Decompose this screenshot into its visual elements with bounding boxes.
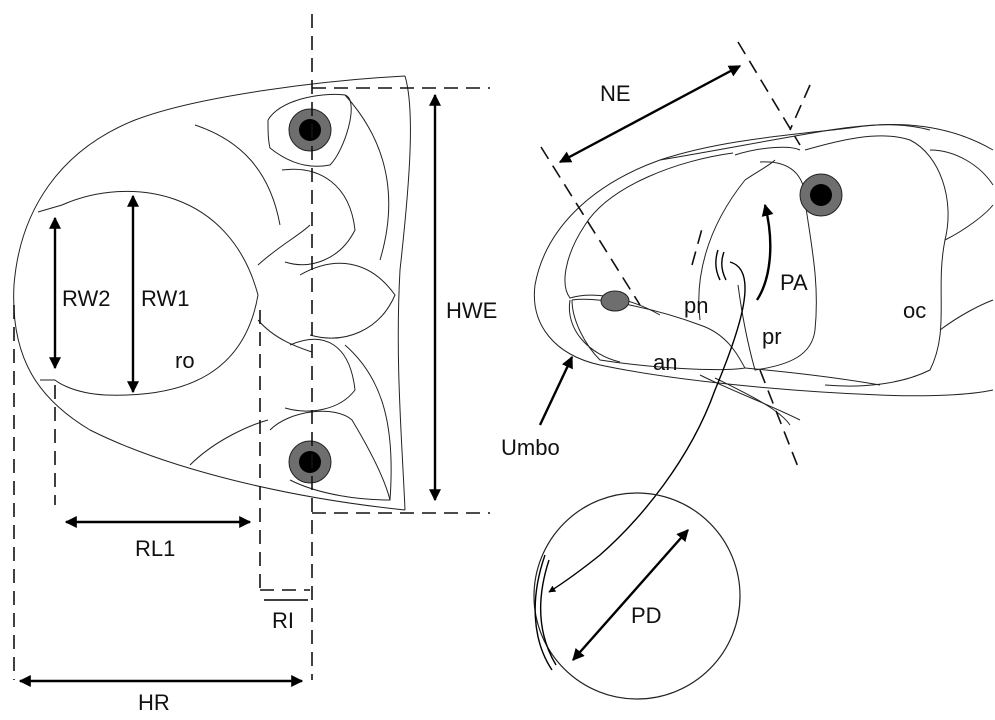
label-pd: PD xyxy=(631,603,662,628)
supraocular-scale-bottom xyxy=(269,410,391,501)
posterior-scale-3 xyxy=(939,299,994,331)
lateral-rostral-edge xyxy=(568,299,621,363)
left-eye-pupil xyxy=(299,119,321,141)
label-pa: PA xyxy=(780,270,808,295)
label-an: an xyxy=(653,350,677,375)
label-hr: HR xyxy=(138,690,170,715)
shield-line-3 xyxy=(257,224,311,266)
supraocular-scale-top xyxy=(267,93,352,167)
pit-detail-curve-1 xyxy=(539,559,557,666)
pa-arrow xyxy=(755,203,774,301)
ne-guide-rear xyxy=(737,41,801,146)
anterior-nasal-scale xyxy=(571,298,746,371)
lateral-eye-pupil xyxy=(810,184,832,206)
ne-guide-front xyxy=(540,146,641,306)
label-rl1: RL1 xyxy=(135,536,175,561)
nostril xyxy=(600,290,630,312)
pd-arrow xyxy=(572,529,689,661)
label-oc: oc xyxy=(903,298,926,323)
head-scale-row-1 xyxy=(281,168,356,266)
ocular-scale xyxy=(804,135,949,387)
lateral-rostral-scale xyxy=(564,152,734,316)
shield-line-4 xyxy=(257,319,313,353)
rostral-notch-top xyxy=(37,204,63,213)
head-scale-row-2 xyxy=(299,262,396,339)
dorsal-view xyxy=(13,75,411,511)
lower-jaw-line xyxy=(744,367,881,386)
label-ri: RI xyxy=(272,608,294,633)
lip-line xyxy=(699,374,801,421)
head-scale-row-3 xyxy=(284,338,356,412)
inset-circle xyxy=(533,492,741,700)
rostral-scale xyxy=(54,190,259,396)
lateral-view xyxy=(533,124,994,426)
lateral-guides xyxy=(540,41,811,473)
dorsal-head-rear-edge xyxy=(397,75,411,511)
pit-leader-line xyxy=(548,261,746,593)
dorsal-edge-line-1 xyxy=(659,124,931,161)
shield-line-2 xyxy=(189,419,269,466)
umbo-arrow xyxy=(538,355,574,426)
dorsal-labels: RW2 RW1 ro HWE RL1 RI HR xyxy=(62,286,497,715)
pit-mark-2 xyxy=(721,251,727,281)
dorsal-guides xyxy=(13,14,490,680)
pit-mark-1 xyxy=(715,249,721,281)
label-hwe: HWE xyxy=(446,298,497,323)
head-scale-divider-2 xyxy=(344,344,392,501)
posterior-scale-1 xyxy=(929,149,994,186)
pit-guide-line xyxy=(691,224,704,266)
eye-guide-line xyxy=(789,84,811,131)
dorsal-head-outline xyxy=(13,75,406,511)
label-pr: pr xyxy=(762,324,782,349)
lateral-labels: NE PA pn pr oc an Umbo PD xyxy=(501,81,926,628)
dorsal-edge-line-2 xyxy=(734,146,801,156)
rear-pit-guide xyxy=(759,369,801,473)
head-scale-divider xyxy=(344,94,390,261)
label-ne: NE xyxy=(600,81,631,106)
dorsal-measurements xyxy=(18,93,441,687)
label-umbo: Umbo xyxy=(501,435,560,460)
posterior-scale-2 xyxy=(944,204,994,241)
ne-arrow xyxy=(558,64,742,164)
label-pn: pn xyxy=(684,293,708,318)
label-ro: ro xyxy=(175,348,195,373)
label-rw2: RW2 xyxy=(62,286,111,311)
right-eye-pupil xyxy=(299,451,321,473)
pit-detail-inset xyxy=(533,492,741,700)
pit-detail-curve-2 xyxy=(534,554,553,671)
shield-line-1 xyxy=(194,124,281,226)
label-rw1: RW1 xyxy=(141,286,190,311)
lip-line-2 xyxy=(714,377,791,426)
lateral-head-outline xyxy=(533,124,994,397)
posterior-nasal-scale xyxy=(698,159,776,321)
